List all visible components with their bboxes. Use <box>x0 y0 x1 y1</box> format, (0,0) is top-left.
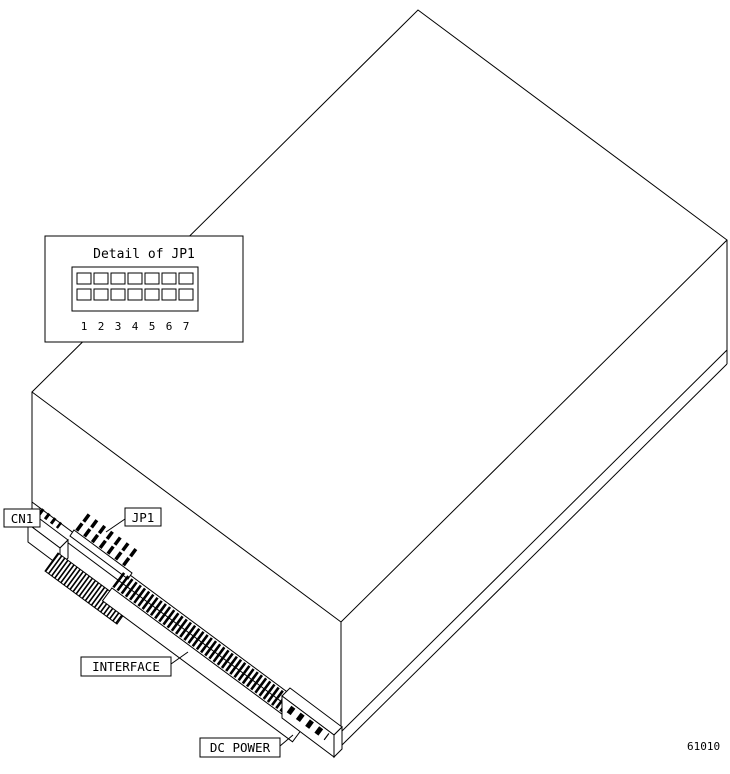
interface-pin-row-2 <box>117 572 306 715</box>
jp1-pin-row-2 <box>82 513 138 558</box>
detail-title: Detail of JP1 <box>93 247 195 262</box>
jumper-pin-number: 4 <box>132 320 139 333</box>
dc-power-label-box <box>199 737 281 758</box>
bottom-right-edge <box>340 349 728 733</box>
figure-number: 61010 <box>687 740 720 753</box>
jp1-pin-row-1 <box>75 522 131 567</box>
jp1-jumper-pins <box>69 513 138 580</box>
jumper-pad <box>93 288 109 301</box>
jp1-callout: JP1 <box>105 507 162 533</box>
dc-power-side <box>333 725 343 759</box>
jumper-pin-number: 2 <box>98 320 105 333</box>
jumper-pad <box>110 272 126 285</box>
interface-label-box <box>80 656 172 677</box>
jumper-pad <box>127 288 143 301</box>
dc-power-callout: DC POWER <box>199 734 294 758</box>
detail-inset: Detail of JP1 1 2 3 4 5 6 7 <box>44 235 244 343</box>
interface-leader-line <box>170 651 189 665</box>
jumper-pin-number: 7 <box>183 320 190 333</box>
jumper-pin-number: 3 <box>115 320 122 333</box>
jp1-label: JP1 <box>132 510 155 525</box>
jumper-pin-number: 6 <box>166 320 173 333</box>
jumper-pad <box>127 272 143 285</box>
device-outline <box>31 9 728 747</box>
jumper-pin-number: 1 <box>81 320 88 333</box>
interface-label: INTERFACE <box>92 659 160 674</box>
jumper-pad <box>178 272 194 285</box>
jumper-pad <box>161 288 177 301</box>
jumper-pad <box>161 272 177 285</box>
jumper-pad <box>76 272 92 285</box>
dc-power-leader-line <box>279 734 294 747</box>
cn1-label-box <box>3 508 41 528</box>
cn1-label: CN1 <box>11 511 34 526</box>
jumper-pad <box>93 272 109 285</box>
dc-power-connector <box>281 687 343 759</box>
jumper-pad <box>144 288 160 301</box>
jumper-pin-number: 5 <box>149 320 156 333</box>
flange-bottom-right-edge <box>340 363 728 747</box>
jumper-pad <box>76 288 92 301</box>
jp1-leader-line <box>105 518 126 533</box>
interface-pin-row-1 <box>112 579 300 722</box>
jumper-pad <box>178 288 194 301</box>
interface-connector <box>101 572 306 743</box>
dc-power-pins <box>286 705 330 741</box>
interface-callout: INTERFACE <box>80 651 189 677</box>
jp1-base-strip <box>69 529 133 580</box>
interface-body <box>101 587 303 743</box>
cn1-callout: CN1 <box>3 508 41 529</box>
jumper-pad <box>144 272 160 285</box>
dc-power-label: DC POWER <box>210 740 271 755</box>
hatched-connector-body <box>44 552 131 625</box>
jp1-label-box <box>124 507 162 527</box>
jumper-block-outline <box>71 266 199 312</box>
jumper-pad <box>110 288 126 301</box>
